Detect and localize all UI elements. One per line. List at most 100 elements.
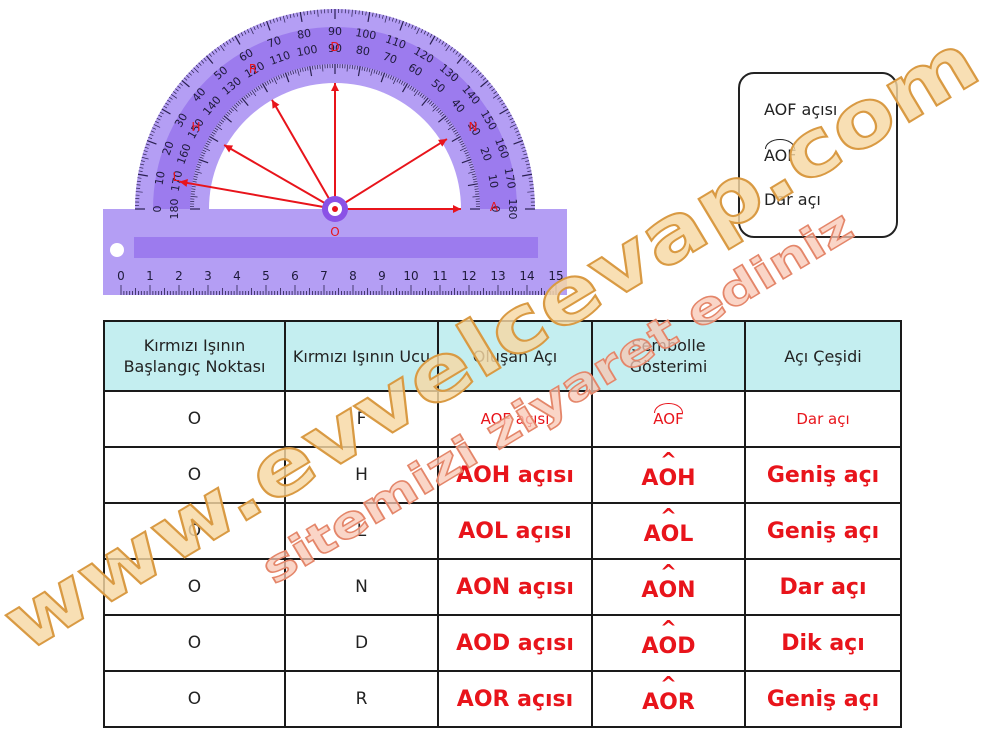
outer-scale-label: 30 [172,111,190,130]
protractor-inner-tick [447,125,454,131]
protractor-inner-tick [356,65,359,70]
protractor-inner-tick [249,91,253,96]
protractor-inner-tick [467,183,478,187]
protractor-tick [420,29,423,33]
symbol-text: AOL [643,521,694,547]
protractor-tick [158,114,163,118]
protractor-tick [219,44,225,52]
protractor-inner-tick [227,111,231,115]
protractor-inner-tick [346,64,348,72]
protractor-inner-tick [284,72,290,83]
cell-angle: AOH açısı [437,446,593,504]
protractor-inner-tick [191,188,196,190]
protractor-tick [372,12,374,17]
protractor-tick [140,160,145,162]
protractor-tick [237,33,241,38]
outer-scale-label: 10 [153,170,168,186]
protractor-inner-tick [190,196,198,198]
protractor-inner-tick [468,161,473,164]
protractor-inner-tick [225,113,229,117]
protractor-inner-tick [368,68,371,73]
protractor-inner-tick [472,178,477,181]
protractor-tick [137,173,148,177]
point-label-o: O [330,225,339,239]
protractor-tick [491,88,495,92]
protractor-inner-tick [401,83,409,93]
protractor-inner-tick [370,68,373,76]
protractor-tick [411,24,414,29]
protractor-inner-tick [470,168,475,171]
protractor-inner-tick [468,163,474,166]
arrowhead-icon [331,83,339,91]
protractor-tick [482,77,487,81]
protractor-inner-tick [237,101,241,105]
ruler-number: 6 [291,269,299,283]
protractor-tick [163,105,168,109]
protractor-tick [214,49,218,53]
protractor-inner-tick [257,85,261,90]
point-label-l: L [173,170,180,184]
protractor-inner-tick [297,68,300,76]
protractor-inner-tick [361,66,364,71]
protractor-tick [423,30,427,35]
answer-box: AOF açısı AOF Dar açı [738,72,898,238]
ruler-number: 5 [262,269,270,283]
protractor-tick [139,167,144,169]
protractor-inner-tick [218,121,223,125]
symbol-text: AOR [642,689,695,715]
protractor-tick [492,93,500,99]
protractor-inner-tick [266,80,270,85]
protractor-inner-tick [468,171,476,174]
protractor-tick [522,173,533,177]
protractor-inner-tick [471,173,476,176]
point-label-h: H [191,120,200,134]
protractor-tick [146,140,157,145]
protractor-inner-tick [441,113,445,117]
table-row: O N AON açısı ^AON Dar açı [103,558,902,616]
protractor-tick [190,69,195,74]
protractor-tick [529,180,534,183]
protractor-inner-tick [413,90,419,97]
protractor-tick [168,96,173,100]
protractor-inner-tick [243,96,247,100]
cell-end: F [284,390,439,448]
protractor-tick [152,127,157,130]
protractor-tick [279,16,282,21]
protractor-tick [456,55,465,64]
protractor-inner-tick [275,76,278,81]
cell-angle: AOD açısı [437,614,593,672]
ruler-number: 0 [117,269,125,283]
protractor-tick [272,18,275,23]
protractor-tick [475,69,480,74]
protractor-tick [511,121,515,124]
protractor-tick [140,163,145,166]
protractor-inner-tick [430,102,435,107]
protractor-tick [155,121,159,124]
protractor-tick [250,27,254,35]
answer-angle-type: Dar açı [764,190,821,209]
point-label-a: A [490,200,499,214]
arrowhead-icon [453,205,461,213]
protractor-tick [183,77,188,81]
protractor-inner-tick [445,119,450,123]
symbol-text: AON [641,577,696,603]
protractor-tick [205,55,214,64]
protractor-inner-tick [241,97,249,106]
ray-or [271,99,336,210]
protractor-tick [468,62,472,66]
ruler-number: 2 [175,269,183,283]
arrowhead-icon [438,139,447,147]
protractor-tick [317,9,319,17]
protractor-inner-tick [204,145,209,148]
table-row: O L AOL açısı ^AOL Geniş açı [103,502,902,560]
protractor-inner-tick [193,176,198,178]
protractor-tick [135,191,143,193]
protractor-tick [150,130,155,133]
protractor-tick [198,62,202,66]
protractor-tick [222,42,226,47]
protractor-inner-tick [466,156,471,159]
protractor-tick [455,51,459,55]
protractor-tick [175,88,179,92]
